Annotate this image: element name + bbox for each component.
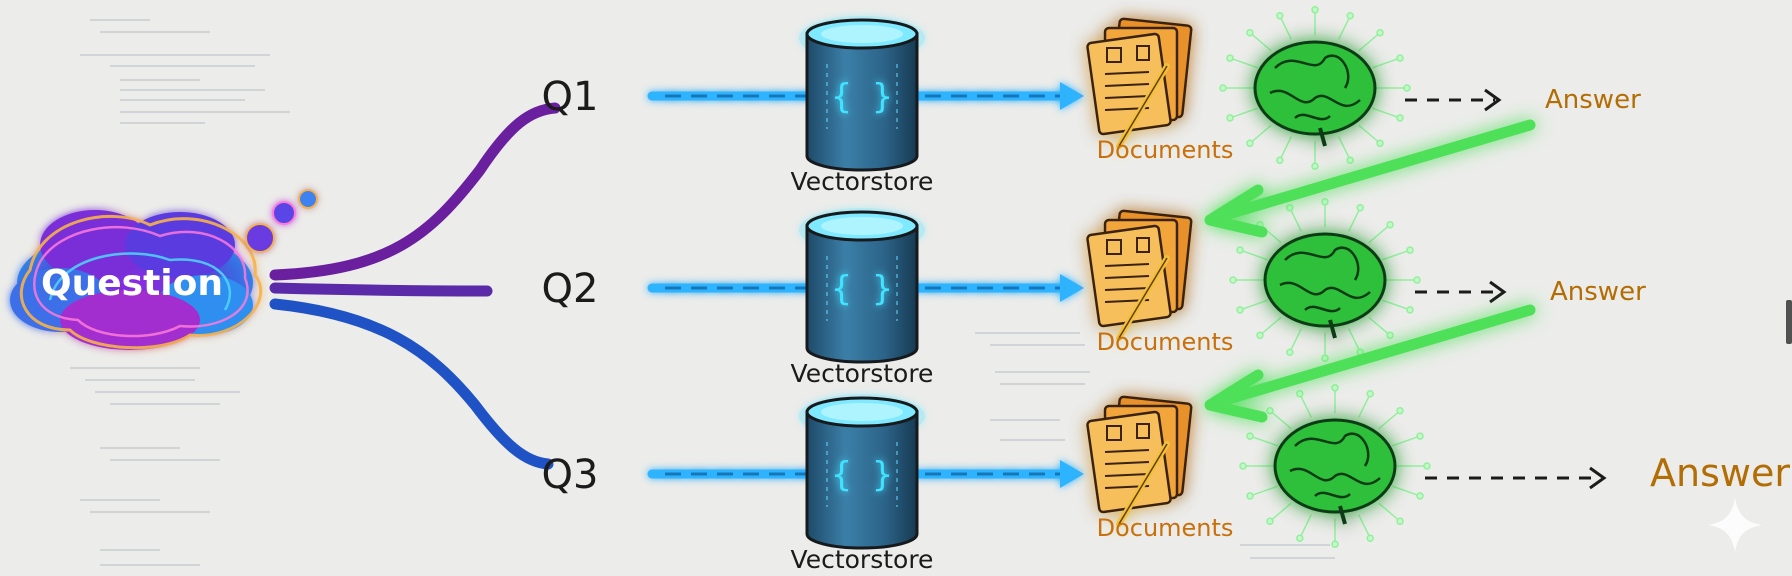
documents-label: Documents (1097, 514, 1234, 542)
query-label: Q1 (542, 74, 599, 120)
brain-icon (1229, 198, 1421, 362)
query-row-3: Q3 { } Vectorstore Documents Answer (542, 384, 1790, 574)
brain-icon (1239, 384, 1431, 548)
vectorstore-label: Vectorstore (791, 359, 934, 388)
query-label: Q3 (542, 452, 599, 498)
document-stack-icon (1086, 209, 1193, 341)
answer-label: Answer (1550, 277, 1646, 307)
vectorstore-label: Vectorstore (791, 167, 934, 196)
document-stack-icon (1086, 395, 1193, 527)
database-cylinder-icon: { } (799, 394, 925, 550)
documents-label: Documents (1097, 328, 1234, 356)
query-row-2: Q2 { } Vectorstore Documents Answer (542, 198, 1646, 388)
thought-bubbles (245, 189, 318, 253)
feedback-arrow-1 (1219, 119, 1536, 221)
answer-label: Answer (1650, 451, 1790, 495)
query-label: Q2 (542, 266, 599, 312)
document-stack-icon (1086, 17, 1193, 149)
code-brace-icon: { } (831, 269, 892, 309)
feedback-arrow-2 (1219, 304, 1536, 406)
query-row-1: Q1 { } Vectorstore Documents Answer (542, 6, 1641, 196)
dashed-arrow (1415, 280, 1507, 304)
branch-q2 (269, 282, 493, 297)
vectorstore-label: Vectorstore (791, 545, 934, 574)
answer-label: Answer (1545, 85, 1641, 115)
sparkle-icon (1708, 498, 1762, 552)
background-code-texture (70, 19, 1335, 566)
database-cylinder-icon: { } (799, 208, 925, 364)
brain-icon (1219, 6, 1411, 170)
question-cloud: Question (10, 210, 263, 350)
code-brace-icon: { } (831, 77, 892, 117)
branch-q3 (269, 298, 554, 470)
feedback-arrows (1204, 119, 1536, 423)
dashed-arrow (1405, 88, 1502, 112)
question-label: Question (41, 263, 223, 304)
database-cylinder-icon: { } (799, 16, 925, 172)
branch-q1 (269, 102, 561, 281)
documents-label: Documents (1097, 136, 1234, 164)
dashed-arrow (1425, 466, 1607, 490)
query-branches (269, 102, 561, 470)
code-brace-icon: { } (831, 455, 892, 495)
scroll-edge-tab (1786, 300, 1792, 344)
